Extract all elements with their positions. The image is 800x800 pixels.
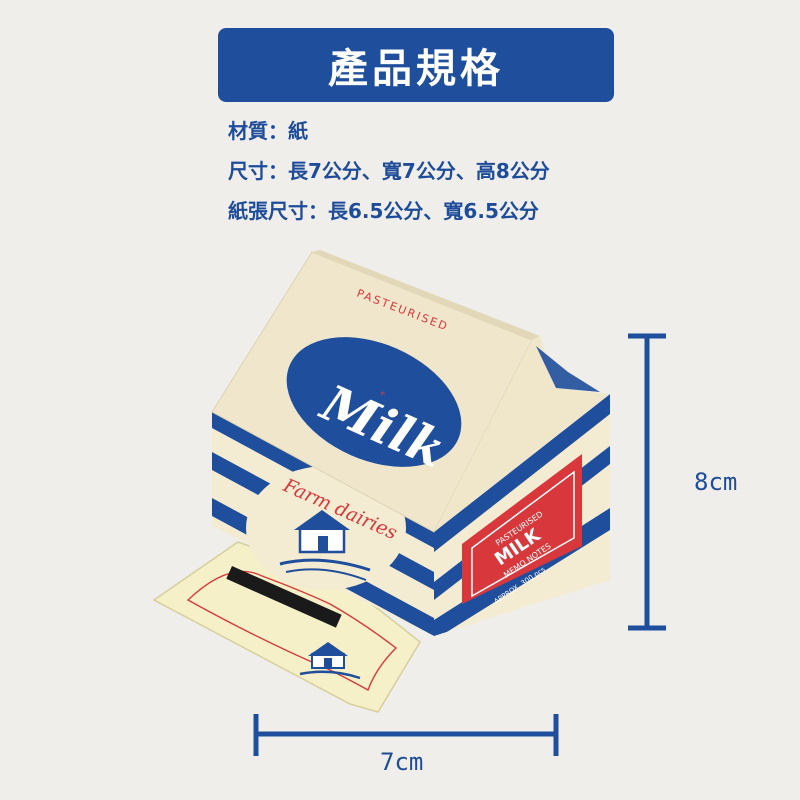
spec-label: 材質： <box>228 119 288 143</box>
milk-logo-star: * <box>380 390 385 401</box>
carton-front: Farm dairies <box>212 412 434 636</box>
spec-value: 長7公分、寬7公分、高8公分 <box>288 159 550 183</box>
height-dimension-marker <box>628 333 666 631</box>
spec-material: 材質：紙 <box>228 116 550 156</box>
carton-side: PASTEURISED MILK MEMO NOTES APPROX. 300 … <box>434 394 610 636</box>
milk-logo-oval <box>286 337 462 467</box>
page-title: 產品規格 <box>328 46 504 92</box>
spec-size: 尺寸：長7公分、寬7公分、高8公分 <box>228 156 550 196</box>
dispenser-slot <box>226 566 342 628</box>
carton-top: PASTEURISED Milk * <box>211 250 610 533</box>
memo-house-icon <box>299 642 361 680</box>
spec-list: 材質：紙 尺寸：長7公分、寬7公分、高8公分 紙張尺寸：長6.5公分、寬6.5公… <box>228 116 550 236</box>
spec-label: 尺寸： <box>228 159 288 183</box>
memo-sheet <box>152 541 421 713</box>
spec-label: 紙張尺寸： <box>228 199 328 223</box>
spec-paper-size: 紙張尺寸：長6.5公分、寬6.5公分 <box>228 196 550 236</box>
width-label: 7cm <box>380 748 424 776</box>
height-label: 8cm <box>694 468 738 496</box>
farm-house-icon <box>279 510 371 581</box>
side-label <box>462 454 582 604</box>
spec-value: 紙 <box>288 119 308 143</box>
title-banner: 產品規格 <box>218 28 614 102</box>
width-dimension-marker <box>253 714 559 756</box>
spec-value: 長6.5公分、寬6.5公分 <box>328 199 539 223</box>
